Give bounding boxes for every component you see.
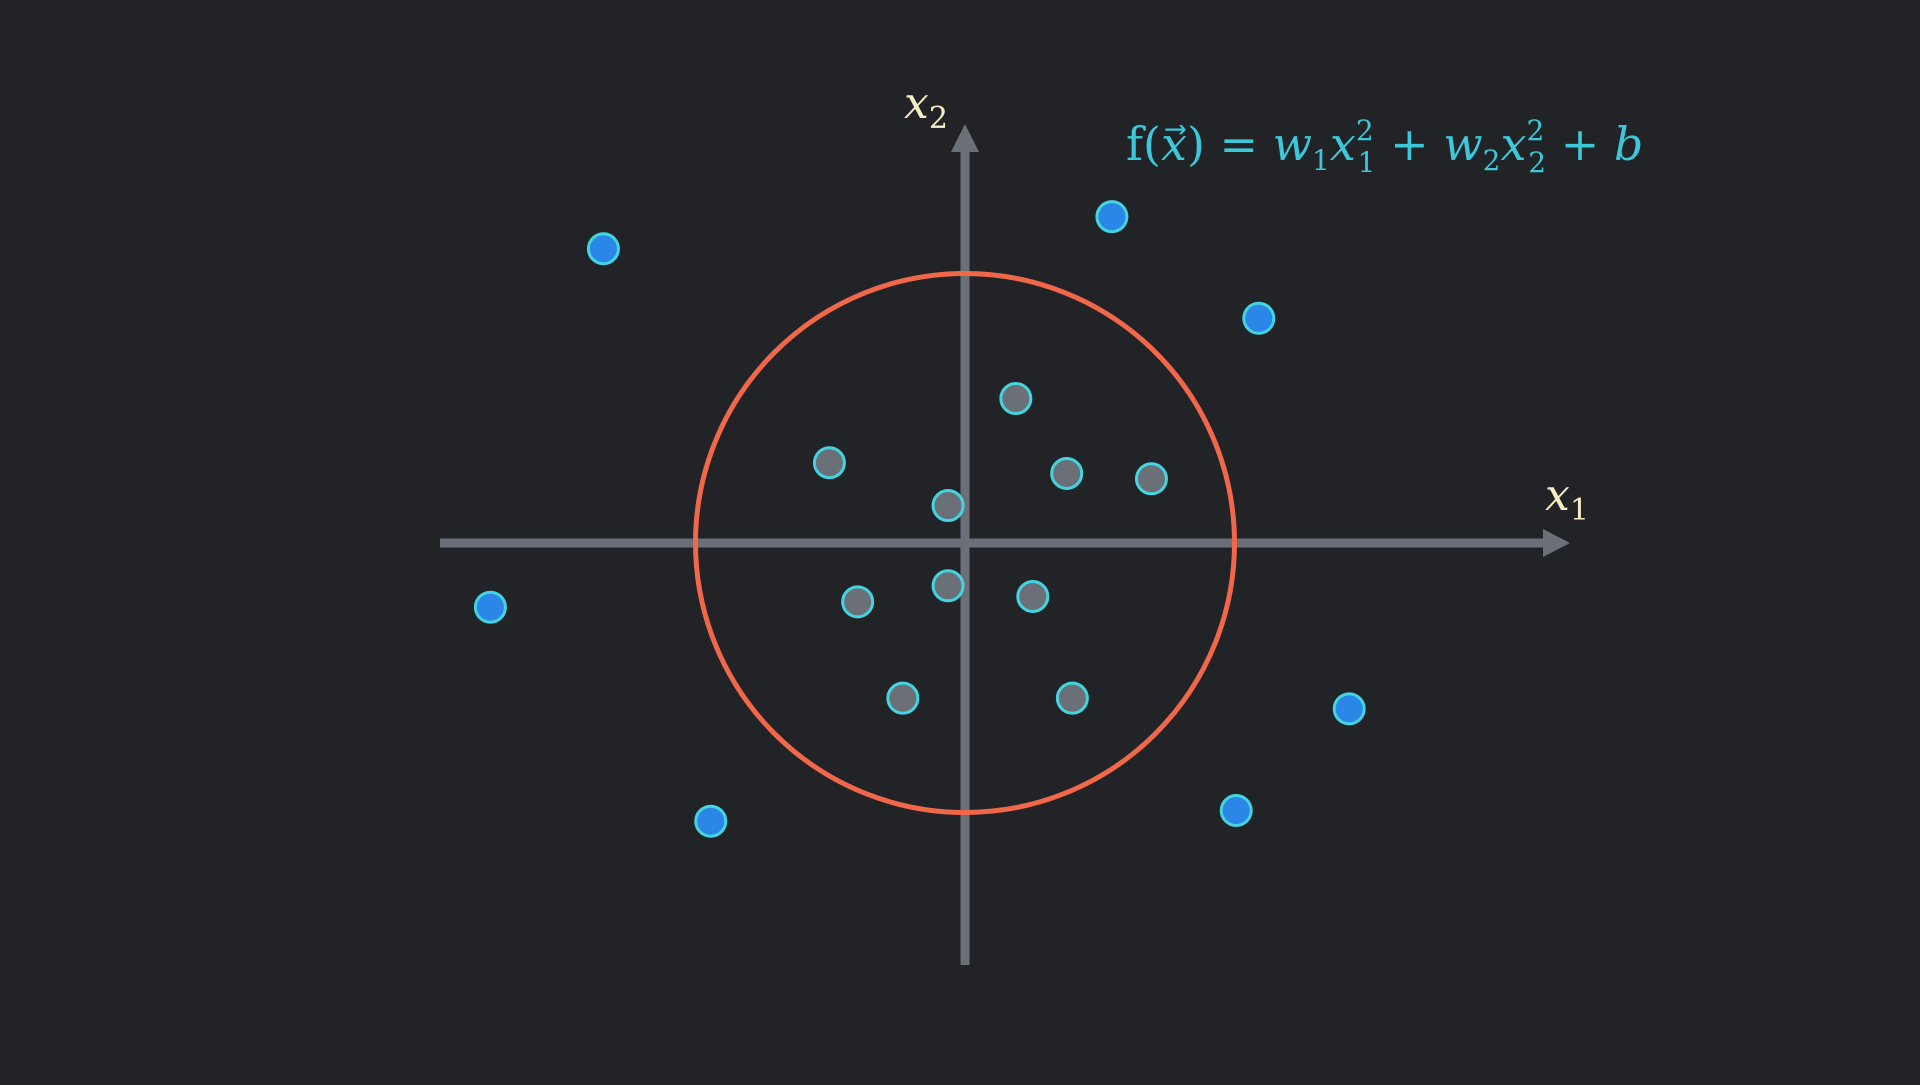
outer-point-5 (1332, 692, 1366, 726)
x-axis-arrow-icon (1543, 529, 1570, 557)
x-axis-label: x1 (1545, 470, 1589, 528)
inner-point-6 (841, 585, 875, 619)
inner-point-9 (886, 681, 920, 715)
inner-point-2 (812, 446, 846, 480)
data-points (473, 200, 1366, 838)
inner-point-5 (1134, 462, 1168, 496)
inner-point-10 (1055, 681, 1089, 715)
outer-point-3 (1242, 301, 1276, 335)
decision-boundary-circle (693, 271, 1237, 815)
outer-point-2 (1095, 200, 1129, 234)
outer-point-6 (694, 804, 728, 838)
outer-point-1 (586, 232, 620, 266)
inner-point-8 (1016, 580, 1050, 613)
inner-point-3 (931, 489, 965, 523)
inner-point-4 (1050, 456, 1084, 490)
inner-point-7 (931, 569, 965, 603)
inner-point-1 (999, 382, 1033, 416)
outer-point-7 (1219, 794, 1253, 827)
y-axis-label: x2 (904, 78, 948, 136)
y-axis-arrow-icon (951, 124, 979, 152)
axes (440, 124, 1570, 965)
outer-point-4 (473, 590, 507, 624)
